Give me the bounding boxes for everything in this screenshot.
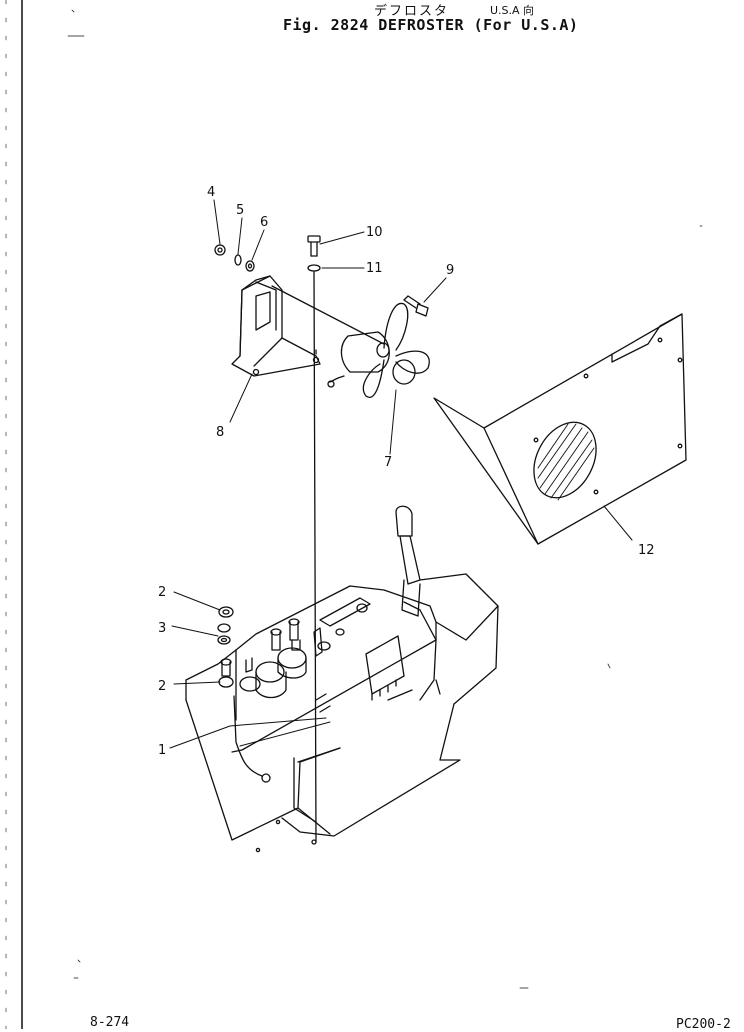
callout-4: 7: [384, 455, 392, 470]
figure-title: Fig. 2824 DEFROSTER (For U.S.A): [283, 16, 579, 34]
japanese-title: デフロスタ: [374, 4, 450, 19]
washer-6: [234, 254, 242, 266]
washer-7: [245, 260, 255, 272]
callout-7: 6: [260, 215, 268, 230]
callout-9: 8: [216, 425, 224, 440]
callout-11: 11: [366, 261, 383, 276]
callout-1: 1: [158, 743, 166, 758]
bolt-10: [307, 235, 321, 257]
usa-note: U.S.A 向: [490, 4, 535, 17]
page-number: 8-274: [90, 1015, 130, 1030]
model-code: PC200-2: [676, 1017, 731, 1032]
nut-2-upper: [218, 606, 234, 618]
callout-10: 10: [366, 225, 383, 240]
callout-3: 3: [158, 621, 166, 636]
vertical-rod: [313, 271, 317, 843]
bracket: [231, 275, 321, 377]
callout-2-upper: 2: [158, 585, 166, 600]
callout-2-lower: 2: [158, 679, 166, 694]
callout-8: 4: [207, 185, 215, 200]
leader-lines: [169, 199, 633, 749]
fan-motor: [271, 285, 430, 398]
bolt-5: [403, 295, 429, 317]
callout-6: 5: [236, 203, 244, 218]
washer-11: [307, 264, 321, 272]
callout-labels: 4 5 6 10 11 9 8 7 12 2 3 2 1: [158, 185, 655, 758]
cover-plate: [433, 313, 687, 545]
callout-5: 9: [446, 263, 454, 278]
switch-1: [218, 658, 234, 688]
console-box: [185, 349, 499, 853]
callout-12: 12: [638, 543, 655, 558]
nut-8: [214, 244, 226, 256]
washer-3: [217, 623, 231, 645]
